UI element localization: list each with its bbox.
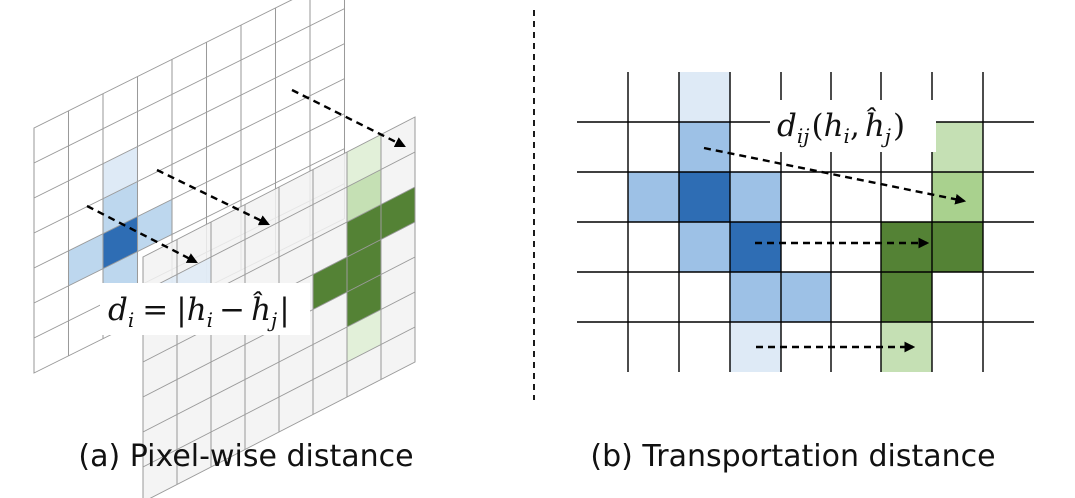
- transport-arrows: [703, 146, 967, 353]
- formula-a-box: [100, 283, 310, 335]
- formula-a: di=|hi−ĥj|: [108, 290, 290, 332]
- caption-b: (b) Transportation distance: [590, 439, 995, 474]
- panel-b: dij(hi,ĥj) (b) Transportation distance: [577, 72, 1034, 474]
- arrow-a3: [86, 204, 198, 264]
- pixel-arrows: [86, 88, 406, 264]
- formula-b: dij(hi,ĥj): [777, 106, 905, 148]
- arrow-a1: [291, 88, 406, 148]
- caption-a: (a) Pixel-wise distance: [78, 439, 413, 474]
- formula-b-box: [770, 100, 936, 152]
- arrow-a2: [156, 168, 270, 226]
- panel-a: di=|hi−ĥj| (a) Pixel-wise distance: [33, 0, 416, 498]
- arrow-b1: [703, 146, 967, 205]
